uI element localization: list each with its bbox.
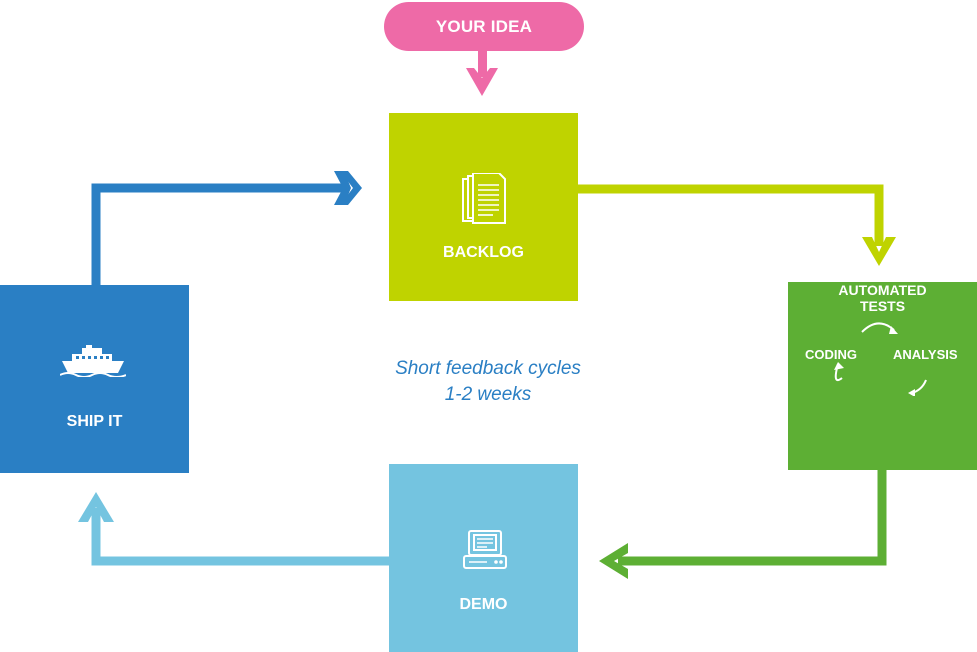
- backlog-label: BACKLOG: [443, 244, 524, 261]
- automated-tests-box: CODING ANALYSIS AUTOMATED TESTS: [788, 282, 977, 470]
- caption-line-1: Short feedback cycles: [395, 358, 581, 379]
- your-idea-label: YOUR IDEA: [435, 16, 533, 36]
- arrowhead-backlog-to-tests: [862, 237, 896, 266]
- arrowhead-demo-to-ship: [78, 492, 114, 522]
- ship-it-box: SHIP IT: [0, 285, 189, 473]
- automated-tests-label: AUTOMATED TESTS: [788, 282, 977, 314]
- coding-label: CODING: [805, 347, 857, 362]
- backlog-box: BACKLOG: [389, 113, 578, 301]
- computer-terminal-icon: [463, 530, 507, 575]
- demo-box: DEMO: [389, 464, 578, 652]
- cycle-arrows-icon: [828, 316, 938, 401]
- caption-line-2: 1-2 weeks: [444, 384, 532, 405]
- automated-tests-text: AUTOMATED TESTS: [838, 282, 927, 314]
- demo-label: DEMO: [459, 596, 508, 613]
- arrow-demo-to-ship: [91, 508, 389, 566]
- arrow-tests-to-demo: [618, 470, 887, 566]
- your-idea-badge: YOUR IDEA: [384, 2, 584, 51]
- ship-icon: [59, 345, 127, 382]
- ship-it-label: SHIP IT: [66, 413, 123, 430]
- arrow-idea-to-backlog: [466, 51, 498, 96]
- analysis-label: ANALYSIS: [893, 347, 958, 362]
- arrow-ship-to-backlog: [91, 183, 345, 285]
- arrowhead-ship-to-backlog-tip: [340, 171, 362, 205]
- arrow-backlog-to-tests: [578, 184, 884, 246]
- feedback-cycle-caption: Short feedback cycles 1-2 weeks: [360, 356, 616, 408]
- arrowhead-tests-to-demo: [599, 543, 628, 579]
- documents-icon: [461, 172, 507, 234]
